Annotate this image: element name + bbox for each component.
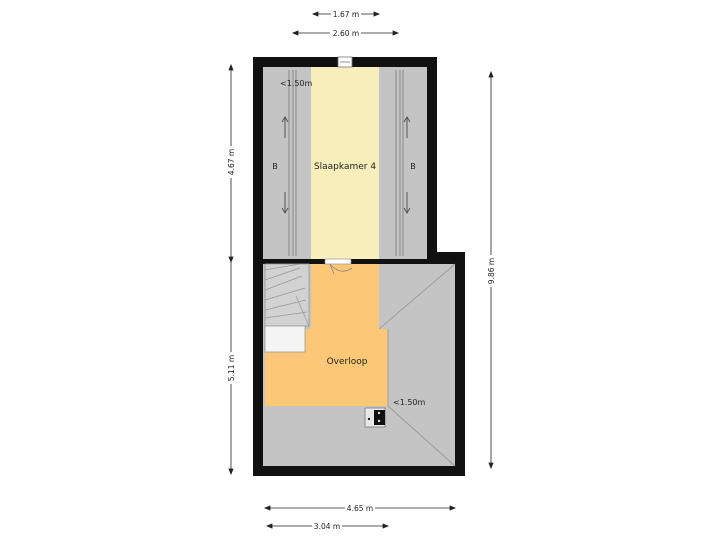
storage-right bbox=[395, 70, 404, 256]
arrow-icon bbox=[281, 116, 411, 214]
staircase bbox=[264, 263, 310, 353]
boiler-icon bbox=[364, 407, 386, 428]
dim-top-inner: 2.60 m bbox=[333, 29, 359, 38]
dimension-labels: 1.67 m 2.60 m 4.67 m 5.11 m 9.86 m 4.65 … bbox=[226, 9, 496, 531]
dim-top-outer: 1.67 m bbox=[333, 10, 359, 19]
storage-left bbox=[288, 70, 297, 256]
dim-bottom-outer: 4.65 m bbox=[347, 504, 373, 513]
dim-bottom-inner: 3.04 m bbox=[314, 522, 340, 531]
landing-floor bbox=[265, 264, 388, 406]
slope-lines bbox=[378, 263, 456, 467]
window-icon bbox=[337, 56, 353, 68]
storage-label-left: B bbox=[272, 162, 278, 171]
landing-label: Overloop bbox=[327, 357, 368, 367]
bedroom-label: Slaapkamer 4 bbox=[314, 162, 376, 172]
bedroom-floor bbox=[311, 67, 379, 259]
height-label-top: <1.50m bbox=[280, 79, 313, 88]
dim-left-upper: 4.67 m bbox=[227, 149, 236, 175]
dim-right-total: 9.86 m bbox=[487, 258, 496, 284]
height-label-bottom: <1.50m bbox=[393, 398, 426, 407]
storage-label-right: B bbox=[410, 162, 416, 171]
dim-left-lower: 5.11 m bbox=[227, 355, 236, 381]
door-icon bbox=[324, 258, 353, 275]
